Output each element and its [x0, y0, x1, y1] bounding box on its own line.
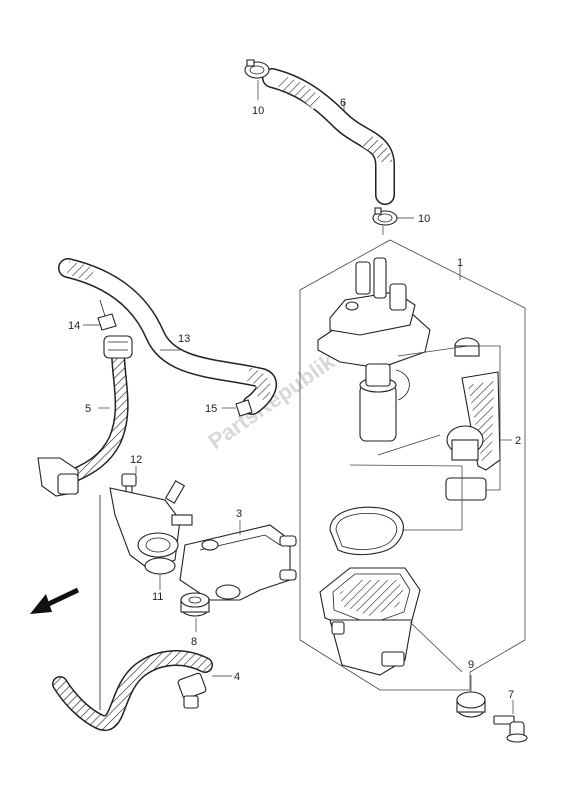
callout-1: 1: [457, 257, 463, 269]
callout-10-top: 10: [252, 105, 264, 117]
fuel-pump-assembly-boundary: [299, 239, 526, 691]
hose-clip-15: [235, 399, 253, 417]
fuel-pump-cap: [317, 257, 431, 369]
callout-5: 5: [85, 403, 91, 415]
callout-7: 7: [508, 689, 514, 701]
grommet-8: [180, 592, 210, 617]
callout-14: 14: [68, 320, 80, 332]
fuel-pump-housing: [319, 567, 421, 676]
hose-clamp-top: [244, 59, 270, 79]
fuel-valve-11: [109, 480, 193, 575]
callout-8: 8: [191, 636, 197, 648]
callout-12: 12: [130, 454, 142, 466]
leader-lines: [83, 80, 514, 714]
fuel-pump-gasket: [329, 464, 463, 556]
hose-clamp-middle: [372, 207, 398, 226]
wiring-harness-5: [37, 335, 133, 497]
callout-11: 11: [152, 591, 163, 603]
fuel-filter-group-2: [377, 337, 501, 501]
callout-6: 6: [340, 97, 346, 109]
wiring-harness-4: [52, 495, 213, 731]
callout-2: 2: [515, 435, 521, 447]
callout-10-middle: 10: [418, 213, 430, 225]
fuel-pump-motor: [359, 363, 410, 442]
callout-13: 13: [178, 333, 190, 345]
grommet-9: [456, 691, 486, 718]
front-direction-arrow: [30, 587, 80, 614]
hose-clip-14: [97, 299, 117, 331]
fuel-hose-lower: [58, 258, 277, 415]
bolt-7: [493, 715, 528, 743]
callout-9: 9: [468, 659, 474, 671]
fuel-hose-upper: [262, 68, 395, 205]
callout-3: 3: [236, 508, 242, 520]
callout-4: 4: [234, 671, 240, 683]
bracket-3: [179, 524, 297, 601]
callout-15: 15: [205, 403, 217, 415]
